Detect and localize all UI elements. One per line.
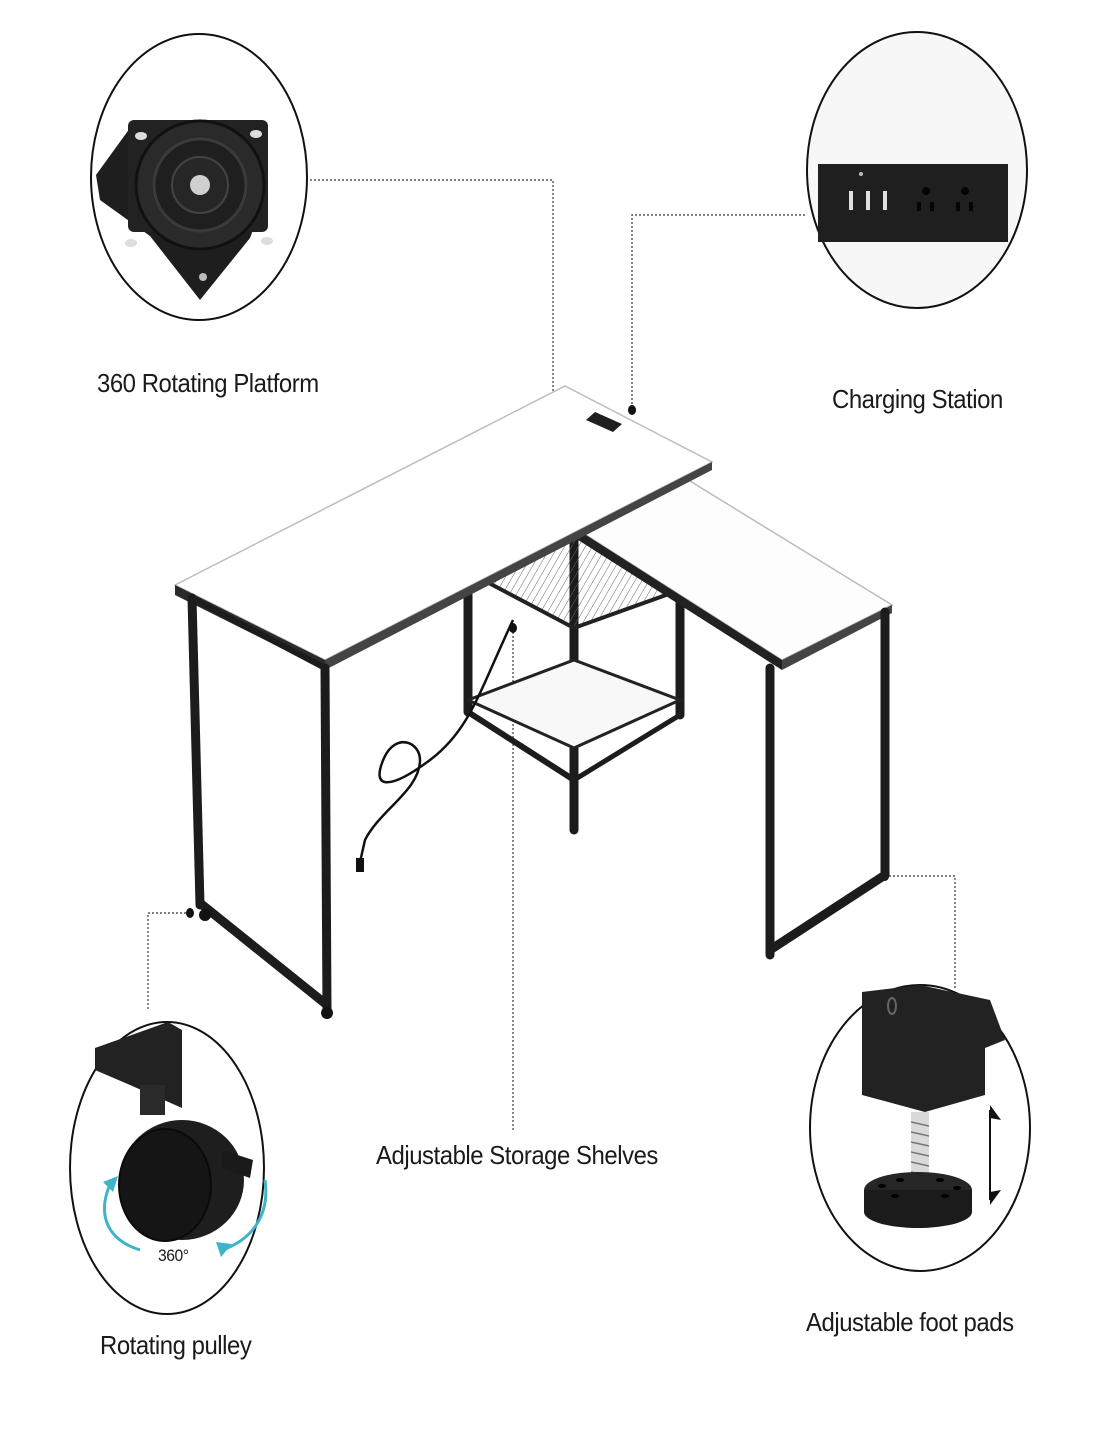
l-shaped-desk-illustration (173, 385, 894, 1019)
caster-wheel-icon (95, 1022, 253, 1242)
leveling-foot-icon (862, 985, 1005, 1228)
foot-pads-label: Adjustable foot pads (806, 1307, 1014, 1337)
storage-shelves-label: Adjustable Storage Shelves (376, 1140, 658, 1170)
caster-wheel (199, 909, 211, 921)
rotating-platform-callout (90, 33, 308, 321)
charging-station-callout (806, 31, 1028, 309)
rotating-pulley-callout (69, 1021, 268, 1315)
caster-wheel (321, 1007, 333, 1019)
rotating-platform-label: 360 Rotating Platform (97, 368, 319, 398)
power-cord (358, 619, 515, 863)
rotating-pulley-label: Rotating pulley (100, 1330, 252, 1360)
charging-station-label: Charging Station (832, 384, 1003, 414)
power-plug-icon (356, 858, 364, 872)
rotation-degree-badge: 360° (158, 1246, 189, 1265)
foot-pads-callout (809, 984, 1031, 1272)
power-strip-icon (818, 164, 1008, 242)
tabletop-charging-slot (586, 412, 622, 432)
swivel-plate-icon (96, 119, 273, 300)
height-adjust-arrow-icon (989, 1105, 1001, 1205)
leader-lines (147, 179, 956, 1130)
lower-shelf (464, 658, 684, 750)
rotation-arrows-icon (103, 1179, 268, 1252)
